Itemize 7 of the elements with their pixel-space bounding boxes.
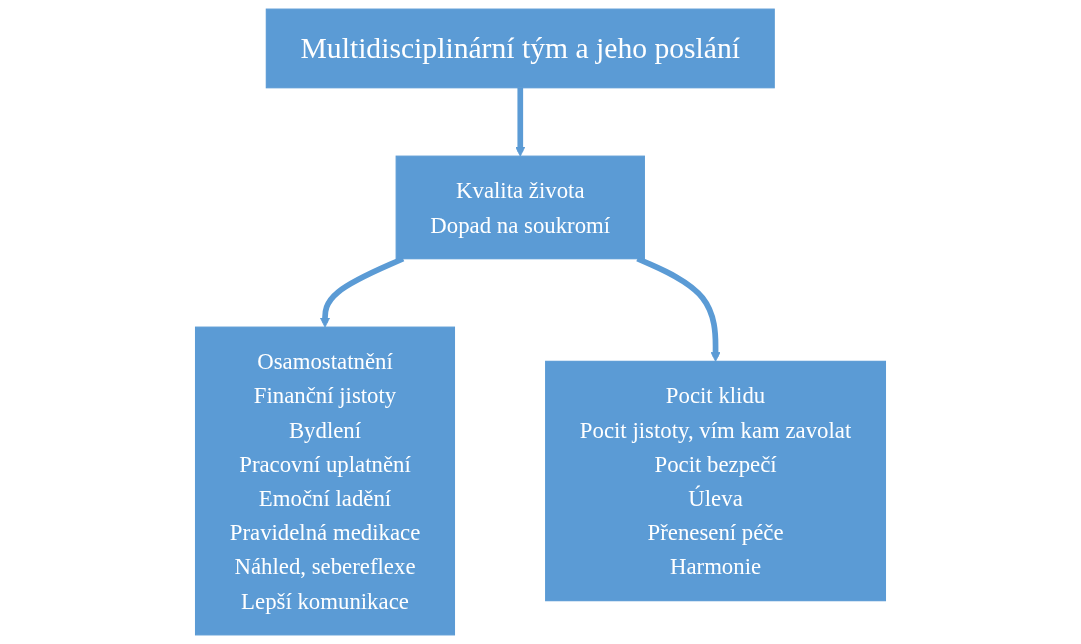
node-box: Pocit klidu Pocit jistoty, vím kam zavolat Pocit bezpečí Úleva Přenesení péče Harmonie <box>545 360 887 602</box>
arrow <box>515 87 526 157</box>
node-box: Multidisciplinární tým a jeho poslání <box>265 8 775 89</box>
node-box: Kvalita života Dopad na soukromí <box>395 155 645 260</box>
arrow <box>636 256 721 362</box>
node-box: Osamostatnění Finanční jistoty Bydlení Pracovní uplatnění Emoční ladění Pravidelná medikace Náhled, sebereflexe Lepší komunikace <box>194 326 456 636</box>
arrow <box>320 256 405 328</box>
